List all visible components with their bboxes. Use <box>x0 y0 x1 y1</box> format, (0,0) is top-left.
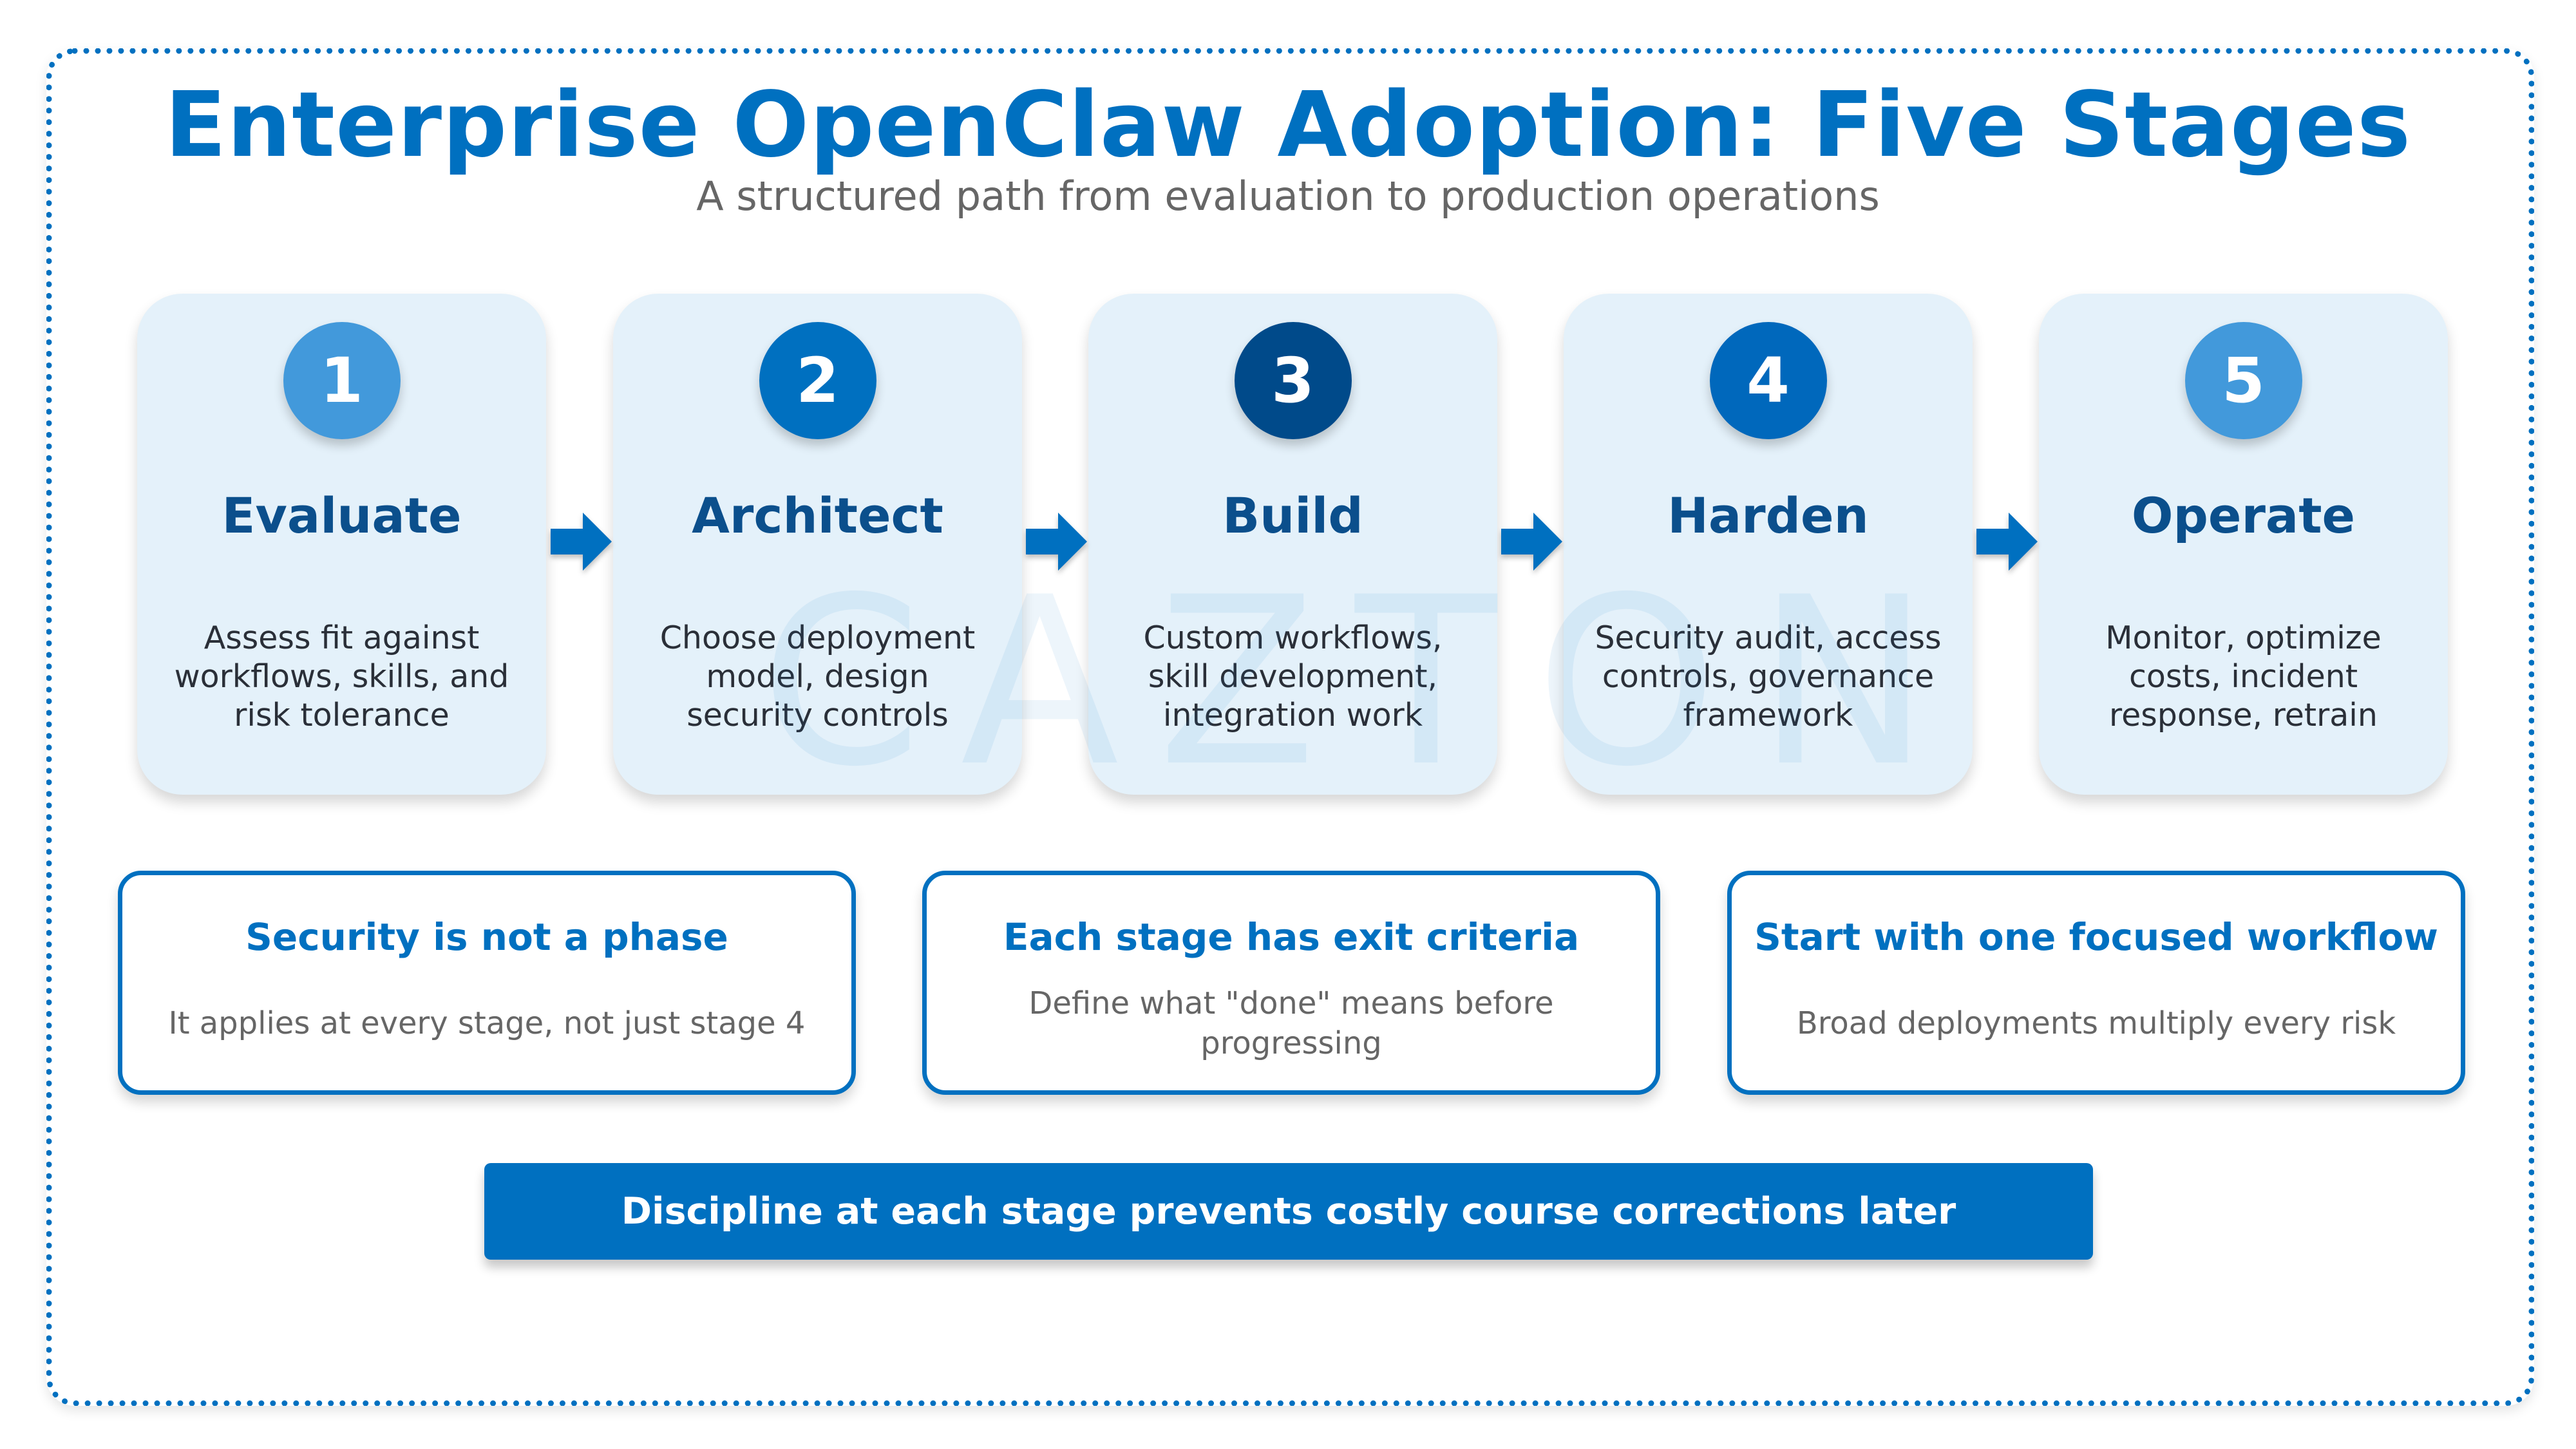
arrow-right-icon <box>1501 513 1562 571</box>
summary-banner: Discipline at each stage prevents costly… <box>484 1163 2093 1260</box>
stage-card-build: 3 Build Custom workflows, skill developm… <box>1088 294 1497 795</box>
stage-card-harden: 4 Harden Security audit, access controls… <box>1564 294 1973 795</box>
stage-card-architect: 2 Architect Choose deployment model, des… <box>613 294 1022 795</box>
page-title: Enterprise OpenClaw Adoption: Five Stage… <box>164 73 2412 178</box>
insight-text: It applies at every stage, not just stag… <box>168 1005 806 1041</box>
stage-description: Choose deployment model, design security… <box>659 620 976 734</box>
insight-title: Security is not a phase <box>245 915 728 959</box>
stage-description: Security audit, access controls, governa… <box>1595 620 1942 734</box>
banner-text: Discipline at each stage prevents costly… <box>621 1190 1956 1233</box>
arrow-right-icon <box>1976 513 2038 571</box>
stage-card-evaluate: 1 Evaluate Assess fit against workflows,… <box>137 294 546 795</box>
insight-title: Each stage has exit criteria <box>1003 915 1580 959</box>
stage-title: Architect <box>692 487 943 544</box>
stage-number-badge: 1 <box>283 322 401 439</box>
stage-title: Build <box>1222 487 1363 544</box>
dotted-frame <box>46 48 2534 1406</box>
insight-box-exit-criteria: Each stage has exit criteria Define what… <box>922 871 1660 1095</box>
arrow-right-icon <box>1026 513 1087 571</box>
insight-box-focused-workflow: Start with one focused workflow Broad de… <box>1727 871 2465 1095</box>
stage-description: Custom workflows, skill development, int… <box>1143 620 1443 734</box>
stage-title: Harden <box>1667 487 1869 544</box>
stage-description: Monitor, optimize costs, incident respon… <box>2105 620 2382 734</box>
insight-box-security: Security is not a phase It applies at ev… <box>118 871 856 1095</box>
insight-text: Define what "done" means before progress… <box>1028 985 1554 1061</box>
stage-title: Operate <box>2131 487 2356 544</box>
stage-number-badge: 5 <box>2184 322 2302 439</box>
stage-title: Evaluate <box>222 487 462 544</box>
stage-card-operate: 5 Operate Monitor, optimize costs, incid… <box>2039 294 2448 795</box>
arrow-right-icon <box>551 513 612 571</box>
stage-number-badge: 2 <box>759 322 876 439</box>
insight-title: Start with one focused workflow <box>1754 915 2438 959</box>
stage-description: Assess fit against workflows, skills, an… <box>174 620 509 734</box>
page-subtitle: A structured path from evaluation to pro… <box>696 173 1880 220</box>
insight-text: Broad deployments multiply every risk <box>1796 1005 2396 1041</box>
stage-number-badge: 3 <box>1234 322 1352 439</box>
stage-number-badge: 4 <box>1709 322 1827 439</box>
